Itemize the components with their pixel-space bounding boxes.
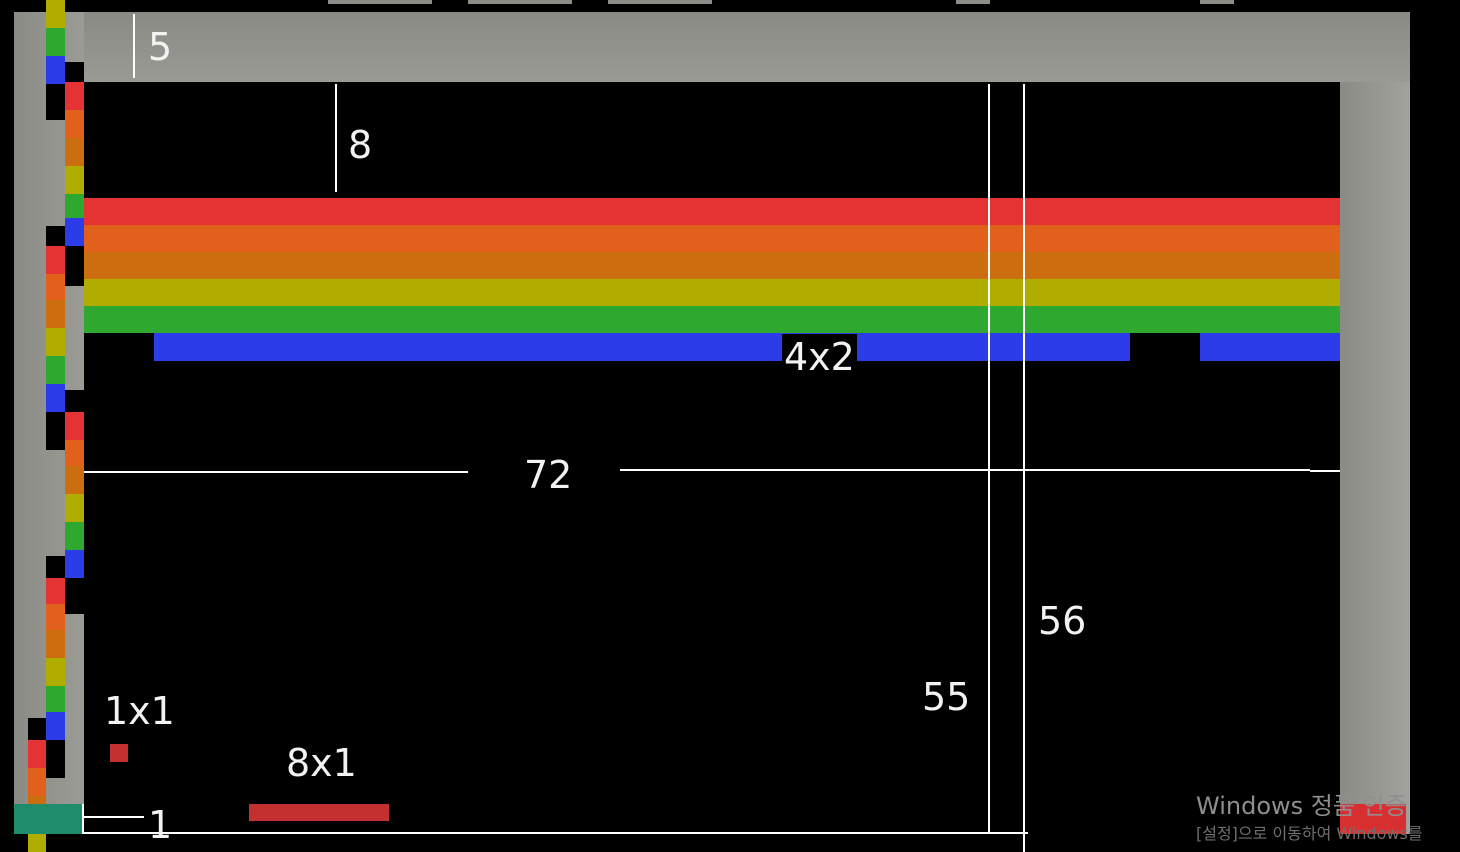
bottom-line xyxy=(84,832,1028,834)
field-width-line-right xyxy=(620,469,1310,471)
field-width-line-end xyxy=(1310,470,1340,472)
label-brick-size: 4x2 xyxy=(782,334,857,379)
paddle xyxy=(249,804,389,821)
brick-blue-right xyxy=(1200,333,1340,361)
label-top-gap: 8 xyxy=(348,123,373,167)
brick-row-blue xyxy=(154,333,1130,361)
label-bottom-gap: 1 xyxy=(148,803,173,847)
height-inner-line xyxy=(988,84,990,834)
bottom-gap-tick xyxy=(82,804,84,834)
watermark-title: Windows 정품 인증 xyxy=(1196,792,1407,820)
right-wall xyxy=(1340,82,1410,834)
bottom-left-block xyxy=(14,804,82,834)
label-paddle-size: 8x1 xyxy=(286,741,357,785)
wall-thickness-line xyxy=(133,14,135,78)
side-color-strip xyxy=(46,0,84,852)
ball xyxy=(110,744,128,762)
top-edge-tick xyxy=(608,0,712,4)
top-edge-tick xyxy=(468,0,572,4)
watermark-subtitle: [설정]으로 이동하여 Windows를 xyxy=(1196,824,1423,843)
brick-row-yellow xyxy=(84,279,1340,306)
top-wall xyxy=(14,12,1410,82)
top-edge-tick xyxy=(956,0,990,4)
top-gap-line xyxy=(335,84,337,192)
label-height-outer: 56 xyxy=(1038,599,1087,643)
brick-row-red xyxy=(84,198,1340,225)
top-edge-tick xyxy=(328,0,432,4)
label-field-width: 72 xyxy=(524,453,573,497)
brick-row-green xyxy=(84,306,1340,333)
brick-row-dark-orange xyxy=(84,252,1340,279)
label-ball-size: 1x1 xyxy=(104,689,175,733)
height-outer-line xyxy=(1023,84,1025,852)
label-height-inner: 55 xyxy=(922,675,971,719)
label-wall-thickness: 5 xyxy=(148,25,173,69)
field-width-line-left xyxy=(84,471,468,473)
bottom-gap-line xyxy=(84,816,144,818)
top-edge-tick xyxy=(1200,0,1234,4)
bottom-right-block xyxy=(1340,804,1406,834)
brick-row-orange xyxy=(84,225,1340,252)
